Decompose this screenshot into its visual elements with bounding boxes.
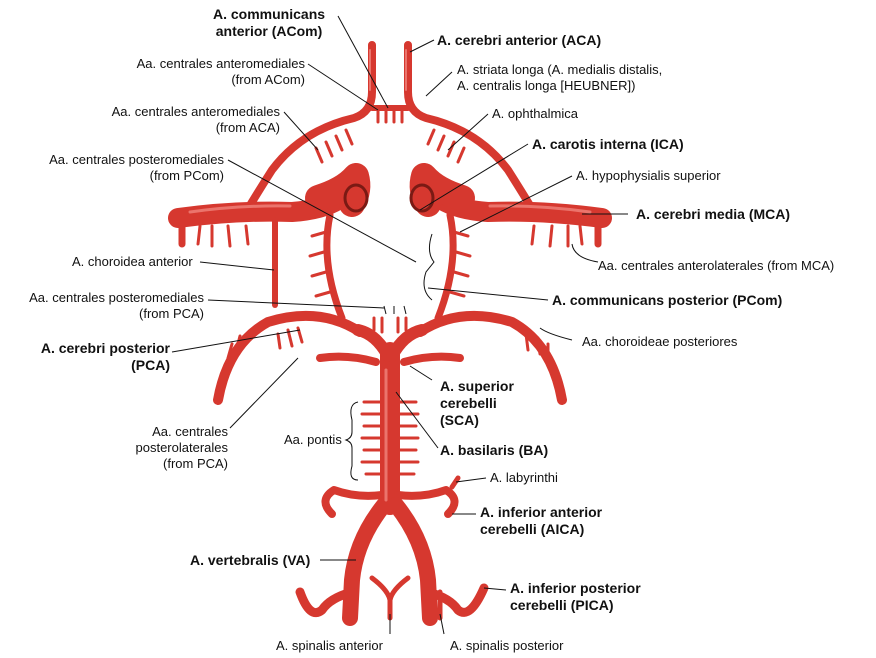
label-am-acom: Aa. centrales anteromediales (from ACom)	[136, 56, 305, 87]
spinalis-anterior-artery	[369, 575, 411, 621]
label-spinalis-posterior: A. spinalis posterior	[450, 638, 564, 653]
pca-left	[213, 310, 365, 405]
label-pm-pca: Aa. centrales posteromediales (from PCA)	[29, 290, 204, 321]
artery-highlights	[188, 49, 592, 502]
label-pm-pcom: Aa. centrales posteromediales (from PCom…	[49, 152, 224, 183]
label-pica: A. inferior posterior cerebelli (PICA)	[510, 580, 641, 613]
pica-right	[423, 583, 489, 617]
sca-left	[316, 352, 380, 366]
label-ophthalmica: A. ophthalmica	[492, 106, 578, 121]
label-labyrinthi: A. labyrinthi	[490, 470, 558, 485]
label-acom: A. communicans anterior (ACom)	[213, 6, 326, 39]
label-choroidea-anterior: A. choroidea anterior	[72, 254, 193, 269]
va-left	[342, 497, 392, 626]
label-pcom: A. communicans posterior (PCom)	[552, 292, 783, 308]
sca-right	[400, 352, 464, 366]
label-hypophysialis: A. hypophysialis superior	[576, 168, 721, 183]
label-al-mca: Aa. centrales anterolaterales (from MCA)	[598, 258, 835, 273]
label-choroideae-posteriores: Aa. choroideae posteriores	[582, 334, 738, 349]
aca-left	[242, 41, 376, 216]
label-ba: A. basilaris (BA)	[440, 442, 549, 458]
leader-lines	[171, 15, 628, 635]
label-pontis: Aa. pontis	[284, 432, 342, 447]
label-pl-pca: Aa. centrales posterolaterales (from PCA…	[135, 424, 229, 471]
label-va: A. vertebralis (VA)	[190, 552, 311, 568]
aca-right	[404, 41, 538, 216]
aica-right	[394, 486, 459, 518]
pcom-right	[434, 211, 457, 322]
va-right	[388, 497, 438, 626]
branches	[196, 108, 584, 476]
label-aica: A. inferior anterior cerebelli (AICA)	[480, 504, 603, 537]
pca-right	[415, 310, 567, 405]
label-ica: A. carotis interna (ICA)	[532, 136, 684, 152]
basilar-bifurcation-right	[386, 324, 428, 362]
label-aca: A. cerebri anterior (ACA)	[437, 32, 602, 48]
label-spinalis-anterior: A. spinalis anterior	[276, 638, 383, 653]
aica-left	[321, 486, 386, 518]
pcom-left	[323, 211, 346, 322]
pica-left	[295, 587, 357, 618]
label-sca: A. superior cerebelli (SCA)	[440, 378, 514, 428]
label-striata-longa: A. striata longa (A. medialis distalis, …	[457, 62, 663, 93]
basilar-bifurcation-left	[352, 324, 394, 362]
labyrinthi-artery	[449, 475, 461, 490]
label-pca: A. cerebri posterior (PCA)	[40, 340, 170, 373]
label-am-aca: Aa. centrales anteromediales (from ACA)	[111, 104, 280, 135]
ica-left-lumen	[343, 183, 369, 213]
ica-right-lumen	[409, 183, 435, 213]
label-mca: A. cerebri media (MCA)	[636, 206, 791, 222]
